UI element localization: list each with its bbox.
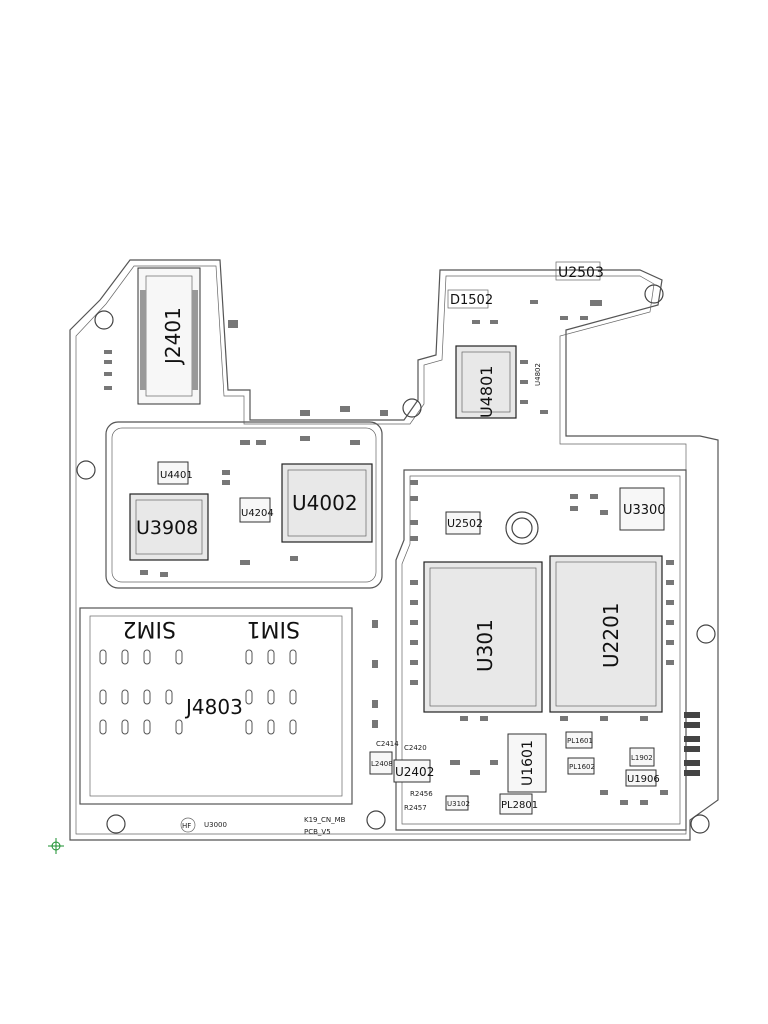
- shield-frame-left-inner: [111, 427, 377, 583]
- board-name-label: K19_CN_MB: [304, 816, 346, 824]
- u4801-inner: [461, 351, 511, 413]
- l1902-label: L1902: [631, 754, 653, 762]
- passive-components: [104, 300, 674, 805]
- shield-frame-left: [105, 421, 383, 589]
- shield-frame-main-inner: [401, 475, 681, 825]
- r2456-label: R2456: [410, 790, 433, 798]
- camera-screw-ring: [511, 517, 533, 539]
- pl2801-label: PL2801: [501, 800, 538, 811]
- u4802-label: U4802: [534, 363, 542, 386]
- u2402-label: U2402: [395, 765, 434, 779]
- u3102-outline: [445, 795, 469, 811]
- u4801-label: U4801: [477, 366, 496, 418]
- u301-outline: [423, 561, 543, 713]
- mounting-hole: [644, 284, 664, 304]
- c2414-label: C2414: [376, 740, 399, 748]
- u2503-outline: [555, 261, 601, 281]
- d1502-outline: [447, 289, 489, 309]
- u1906-label: U1906: [627, 774, 660, 785]
- u3908-label: U3908: [136, 517, 198, 539]
- u4801-outline: [455, 345, 517, 419]
- mounting-hole: [690, 814, 710, 834]
- u2502-outline: [445, 511, 481, 535]
- board-outline: [69, 259, 719, 841]
- u3908-inner: [135, 499, 203, 555]
- mounting-hole: [402, 398, 422, 418]
- pl1601-outline: [565, 731, 593, 749]
- u301-inner: [429, 567, 537, 707]
- l1902-outline: [629, 747, 655, 767]
- pcb-version-label: PCB_V5: [304, 828, 331, 836]
- u2201-inner: [555, 561, 657, 707]
- test-pad-column: [684, 712, 700, 776]
- u4401-label: U4401: [160, 470, 193, 481]
- u4002-label: U4002: [292, 491, 358, 515]
- u301-label: U301: [473, 619, 497, 672]
- sim-tray-outline: [79, 607, 353, 805]
- u2402-outline: [393, 759, 431, 783]
- j2401-pin-row: [192, 290, 198, 390]
- u3300-label: U3300: [623, 503, 666, 518]
- j2401-connector: [137, 267, 201, 405]
- u4002-inner: [287, 469, 367, 537]
- j4803-label: J4803: [184, 695, 243, 719]
- board-inner-outline: [75, 265, 687, 835]
- sim-contact-pads: [99, 649, 297, 735]
- u2201-outline: [549, 555, 663, 713]
- j2401-label: J2401: [161, 307, 185, 366]
- u4204-label: U4204: [241, 508, 274, 519]
- pl1601-label: PL1601: [567, 737, 593, 745]
- mounting-hole: [76, 460, 96, 480]
- pl1602-outline: [567, 757, 595, 775]
- sim1-label: SIM1: [247, 616, 300, 641]
- sim-tray-inner: [89, 615, 343, 797]
- u4002-outline: [281, 463, 373, 543]
- shield-frame-main: [395, 469, 687, 831]
- hf-label: HF: [182, 822, 191, 830]
- j2401-pin-row: [140, 290, 146, 390]
- u1601-outline: [507, 733, 547, 793]
- origin-crosshair-icon: [48, 838, 64, 854]
- c2420-label: C2420: [404, 744, 427, 752]
- mounting-hole: [94, 310, 114, 330]
- d1502-label: D1502: [450, 293, 493, 308]
- u4204-outline: [239, 497, 271, 523]
- u1906-outline: [625, 769, 657, 787]
- u3102-label: U3102: [447, 800, 470, 808]
- u2201-label: U2201: [599, 602, 623, 668]
- r2457-label: R2457: [404, 804, 427, 812]
- camera-screw-ring: [505, 511, 539, 545]
- l2408-label: L2408: [371, 760, 393, 768]
- u3908-outline: [129, 493, 209, 561]
- u3300-outline: [619, 487, 665, 531]
- u2503-label: U2503: [558, 265, 604, 281]
- mounting-hole: [696, 624, 716, 644]
- u1601-label: U1601: [520, 740, 536, 786]
- u4401-outline: [157, 461, 189, 485]
- u2502-label: U2502: [447, 517, 483, 530]
- mounting-hole: [106, 814, 126, 834]
- pl2801-outline: [499, 793, 533, 815]
- sim2-label: SIM2: [123, 616, 176, 641]
- l2408-outline: [369, 751, 393, 775]
- u3000-label: U3000: [204, 821, 227, 829]
- pl1602-label: PL1602: [569, 763, 595, 771]
- mounting-hole: [366, 810, 386, 830]
- hf-ring: [180, 817, 196, 833]
